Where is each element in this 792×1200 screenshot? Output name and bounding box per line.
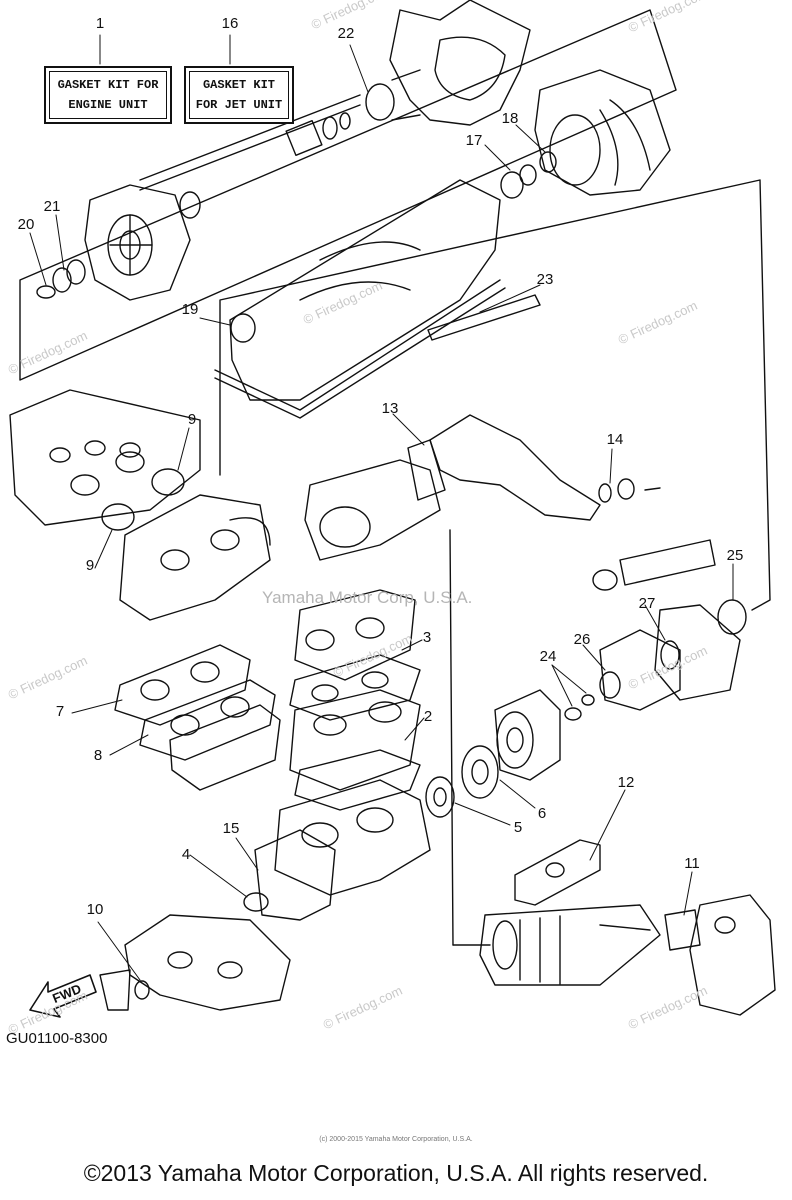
jet-unit-frame-lower (219, 179, 771, 611)
callout-13: 13 (381, 400, 399, 417)
center-watermark: Yamaha Motor Corp, U.S.A. (262, 588, 473, 607)
callout-19: 19 (181, 301, 199, 318)
exhaust-chamber (304, 414, 601, 561)
callout-25: 25 (726, 547, 744, 564)
callout-22: 22 (337, 25, 355, 42)
kit-label-line1: GASKET KIT FOR (57, 78, 159, 92)
kit-label-line1: GASKET KIT (202, 78, 275, 92)
seal-25 (717, 599, 747, 635)
part-10 (134, 980, 150, 1000)
flywheel (494, 689, 561, 781)
exhaust-manifold (9, 389, 201, 526)
lower-crankcase (124, 914, 291, 1011)
callout-20: 20 (17, 216, 35, 233)
coupling-housing-27 (654, 604, 741, 701)
kit-label-line2: FOR JET UNIT (195, 98, 283, 112)
gasket-15 (254, 829, 336, 921)
bearing-17 (500, 171, 524, 199)
crankcase (274, 779, 431, 896)
oil-seal-21 (52, 267, 72, 293)
clamp-14 (598, 483, 612, 503)
small-copyright: (c) 2000-2015 Yamaha Motor Corporation, … (319, 1136, 473, 1143)
seal-18 (539, 151, 557, 173)
callout-7: 7 (55, 703, 65, 720)
bearing-housing (84, 184, 191, 301)
leader-lines (29, 34, 734, 981)
callout-18: 18 (501, 110, 519, 127)
cylinder-head (294, 589, 416, 681)
water-pipe (592, 539, 747, 635)
callout-2: 2 (423, 708, 433, 725)
callout-9a: 9 (187, 411, 197, 428)
callout-17: 17 (465, 132, 483, 149)
callout-3: 3 (422, 629, 432, 646)
bearing-6 (461, 745, 499, 799)
callout-21: 21 (43, 198, 61, 215)
engine-gasket-kit-box: GASKET KIT FOR ENGINE UNIT (44, 66, 172, 124)
gasket-12 (514, 839, 601, 906)
callout-15: 15 (222, 820, 240, 837)
coupling-26 (599, 629, 681, 711)
exhaust-pipe (479, 904, 661, 986)
gasket-8 (139, 679, 276, 761)
callout-12: 12 (617, 774, 635, 791)
o-ring-24 (564, 707, 582, 721)
oil-seal-20 (36, 285, 56, 299)
gasket-7 (114, 644, 251, 726)
jet-unit-frame-upper (19, 9, 677, 381)
callout-24: 24 (539, 648, 557, 665)
carburetor-assembly (119, 494, 271, 621)
cylinder-block (289, 689, 421, 791)
jet-pump-housing (365, 0, 531, 126)
head-gasket-3 (289, 654, 421, 721)
callout-23: 23 (536, 271, 554, 288)
reed-valve (169, 704, 281, 791)
drive-shaft (139, 94, 361, 219)
kit-label-line2: ENGINE UNIT (68, 98, 148, 112)
callout-5: 5 (513, 819, 523, 836)
callout-27: 27 (638, 595, 656, 612)
callout-14: 14 (606, 431, 624, 448)
callout-26: 26 (573, 631, 591, 648)
callout-11: 11 (684, 855, 700, 872)
callout-8: 8 (93, 747, 103, 764)
diagram-code: GU01100-8300 (6, 1030, 108, 1047)
intake-duct (214, 179, 506, 419)
callout-9b: 9 (85, 557, 95, 574)
callout-4: 4 (181, 846, 191, 863)
fwd-arrow (29, 974, 97, 1018)
base-gasket-2 (294, 749, 421, 811)
exhaust-elbow (689, 894, 776, 1016)
jet-gasket-kit-box: GASKET KIT FOR JET UNIT (184, 66, 294, 124)
callout-10: 10 (86, 901, 104, 918)
oil-seal-5 (425, 776, 455, 818)
gasket-9b (101, 503, 135, 531)
gasket-9a (151, 468, 185, 496)
copyright-notice: ©2013 Yamaha Motor Corporation, U.S.A. A… (83, 1160, 709, 1186)
leader-line (449, 529, 454, 946)
gasket-23 (427, 294, 541, 341)
callout-1: 1 (95, 15, 105, 32)
callout-16: 16 (221, 15, 239, 32)
impeller-housing (534, 69, 671, 196)
callout-6: 6 (537, 805, 547, 822)
oil-seal-4 (243, 892, 269, 912)
